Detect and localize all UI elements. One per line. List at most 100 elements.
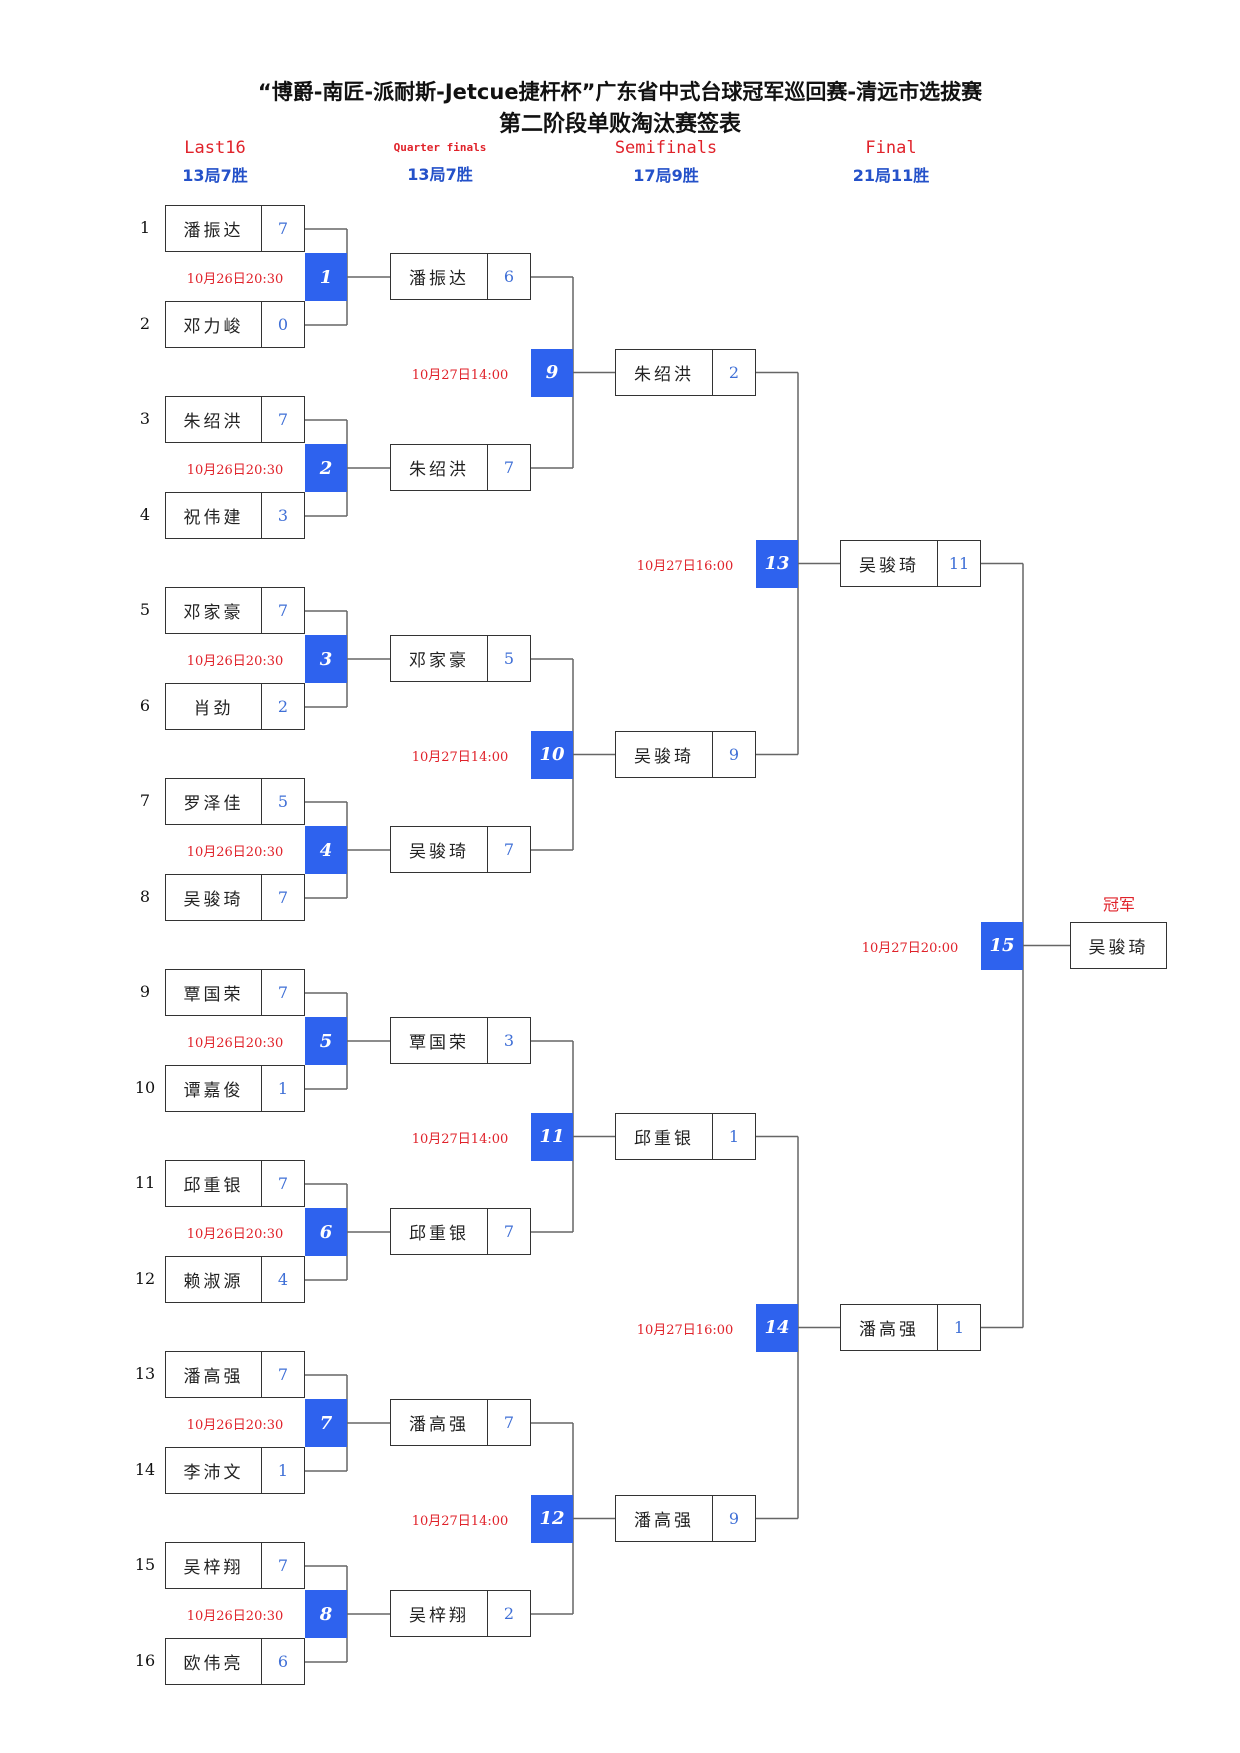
player-name: 潘高强 [166,1352,262,1397]
round-header-last16: Last16 13局7胜 [115,138,315,186]
last16-player-box: 祝伟建 3 [165,492,305,539]
player-score: 7 [277,1365,289,1384]
player-name: 邓力峻 [166,302,262,347]
player-name: 朱绍洪 [166,397,262,442]
player-score: 1 [953,1317,965,1337]
player-score: 6 [503,267,515,286]
champion-label: 冠军 [1102,895,1135,914]
match-number-box: 6 [305,1208,347,1256]
player-name: 吴骏琦 [616,731,713,777]
player-score: 1 [728,1126,740,1146]
player-score: 9 [728,1508,740,1528]
player-name: 邱重银 [166,1161,262,1206]
match-number-box: 5 [305,1017,347,1065]
player-name: 吴骏琦 [841,540,938,586]
match-number-box: 3 [305,635,347,683]
match-number-box: 14 [756,1303,798,1352]
player-score: 7 [277,888,289,907]
round-format: 13局7胜 [182,166,248,185]
round-format: 17局9胜 [633,166,699,185]
round-name: Last16 [184,138,246,158]
round-name: Semifinals [614,138,718,158]
seed-number: 16 [134,1651,156,1670]
match-number-box: 7 [305,1399,347,1447]
match-number-box: 10 [531,730,573,779]
player-score: 2 [277,697,289,716]
match-time: 10月27日20:00 [861,940,959,956]
seed-number: 4 [139,505,151,524]
player-score: 3 [277,506,289,525]
player-score: 6 [277,1652,289,1671]
match-number-box: 2 [305,444,347,492]
match-number-box: 13 [756,539,798,588]
champion-box: 吴骏琦 [1070,922,1167,969]
player-name: 覃国荣 [166,970,262,1015]
semifinal-player-box: 朱绍洪 2 [615,348,756,396]
match-time: 10月26日20:30 [186,1609,284,1624]
match-time: 10月26日20:30 [186,1036,284,1051]
seed-number: 1 [139,218,151,237]
match-time: 10月26日20:30 [186,272,284,287]
seed-number: 3 [139,409,151,428]
match-time: 10月27日16:00 [636,558,734,574]
player-score: 5 [503,649,515,668]
player-score: 7 [277,219,289,238]
match-time: 10月27日14:00 [411,367,509,383]
match-number-box: 4 [305,826,347,874]
player-name: 潘高强 [616,1495,713,1541]
round-name: Quarter finals [393,141,487,154]
player-name: 谭嘉俊 [166,1066,262,1111]
seed-number: 8 [139,887,151,906]
player-name: 邱重银 [616,1113,713,1159]
last16-player-box: 邓力峻 0 [165,301,305,348]
player-score: 7 [277,410,289,429]
match-number-box: 15 [981,921,1023,970]
player-name: 朱绍洪 [616,349,713,395]
seed-number: 13 [134,1364,156,1383]
player-name: 祝伟建 [166,493,262,538]
player-score: 0 [277,315,289,334]
player-score: 7 [503,1222,515,1241]
seed-number: 6 [139,696,151,715]
seed-number: 5 [139,600,151,619]
player-score: 3 [503,1031,515,1050]
final-player-box: 吴骏琦 11 [840,539,981,587]
player-score: 7 [277,601,289,620]
title-line-1: “博爵-南匠-派耐斯-Jetcue捷杆杯”广东省中式台球冠军巡回赛-清远市选拔赛 [257,80,983,104]
player-score: 2 [728,362,740,382]
round-header-quarterfinals: Quarter finals 13局7胜 [340,141,540,185]
player-name: 潘高强 [391,1400,488,1445]
player-score: 7 [503,1413,515,1432]
player-name: 覃国荣 [391,1018,488,1063]
match-time: 10月26日20:30 [186,463,284,478]
last16-player-box: 邓家豪 7 [165,587,305,634]
match-time: 10月26日20:30 [186,654,284,669]
round-name: Final [865,138,917,158]
match-time: 10月27日14:00 [411,1131,509,1147]
player-name: 吴梓翔 [166,1543,262,1588]
player-score: 11 [948,553,970,573]
seed-number: 15 [134,1555,156,1574]
seed-number: 11 [134,1173,156,1192]
last16-player-box: 潘高强 7 [165,1351,305,1398]
player-name: 邓家豪 [166,588,262,633]
player-name: 罗泽佳 [166,779,262,824]
match-time: 10月26日20:30 [186,845,284,860]
player-score: 1 [277,1461,289,1480]
last16-player-box: 朱绍洪 7 [165,396,305,443]
